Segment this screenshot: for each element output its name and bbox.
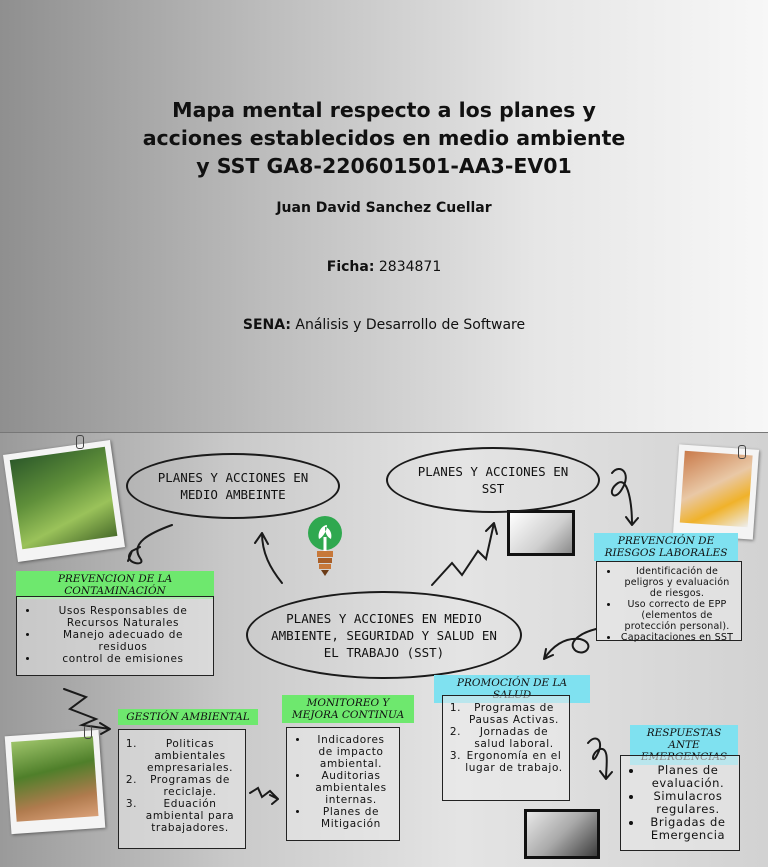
mind-map: PLANES Y ACCIONES EN MEDIO AMBEINTE PLAN… [0, 432, 768, 867]
photo-volunteers [3, 440, 125, 562]
photo-stretching [507, 510, 575, 556]
photo-plant-hands [5, 730, 106, 834]
cover-title: Mapa mental respecto a los planes y acci… [134, 96, 634, 180]
cover-author: Juan David Sanchez Cuellar [0, 200, 768, 216]
list-item: Identificación de peligros y evaluación … [619, 566, 735, 599]
list-item: Brigadas de Emergencia [643, 816, 733, 842]
box-prevencion-contaminacion: Usos Responsables de Recursos Naturales … [16, 596, 214, 676]
sena-label: SENA: [243, 317, 291, 333]
cover-section: Mapa mental respecto a los planes y acci… [0, 0, 768, 432]
bubble-sst-label: PLANES Y ACCIONES EN SST [388, 463, 598, 497]
tag-gestion-ambiental: GESTIÓN AMBIENTAL [118, 709, 258, 725]
list-item: Uso correcto de EPP (elementos de protec… [619, 599, 735, 632]
list-item: Auditorias ambientales internas. [309, 770, 393, 806]
list-item: Simulacros regulares. [643, 790, 733, 816]
list-item: Politicas ambientales empresariales. [141, 738, 239, 774]
list-item: Eduación ambiental para trabajadores. [141, 798, 239, 834]
tag-prevencion-contaminacion: PREVENCION DE LA CONTAMINACIÓN [16, 571, 214, 599]
paperclip-icon [738, 445, 746, 459]
ficha-label: Ficha: [327, 259, 375, 275]
tag-prevencion-riesgos: PREVENCIÓN DE RIESGOS LABORALES [594, 533, 738, 561]
list-item: Programas de reciclaje. [141, 774, 239, 798]
box-prevencion-riesgos: Identificación de peligros y evaluación … [596, 561, 742, 641]
paperclip-icon [84, 725, 92, 739]
list-item: Planes de evaluación. [643, 764, 733, 790]
bubble-medio-ambiente-label: PLANES Y ACCIONES EN MEDIO AMBEINTE [128, 469, 338, 503]
list-item: Planes de Mitigación [309, 806, 393, 830]
cover-ficha: Ficha: 2834871 [0, 259, 768, 275]
box-monitoreo: Indicadores de impacto ambiental. Audito… [286, 727, 400, 841]
list-item: Indicadores de impacto ambiental. [309, 734, 393, 770]
bubble-medio-ambiente: PLANES Y ACCIONES EN MEDIO AMBEINTE [126, 453, 340, 519]
list-item: Jornadas de salud laboral. [465, 726, 563, 750]
paperclip-icon [76, 435, 84, 449]
bubble-center: PLANES Y ACCIONES EN MEDIO AMBIENTE, SEG… [246, 591, 522, 679]
bubble-center-label: PLANES Y ACCIONES EN MEDIO AMBIENTE, SEG… [248, 610, 520, 661]
box-promocion-salud: Programas de Pausas Activas. Jornadas de… [442, 695, 570, 801]
sena-value: Análisis y Desarrollo de Software [295, 317, 525, 333]
list-item: Usos Responsables de Recursos Naturales [39, 605, 207, 629]
photo-safety-helmet [673, 444, 759, 539]
tag-monitoreo: MONITOREO Y MEJORA CONTINUA [282, 695, 414, 723]
list-item: Manejo adecuado de residuos [39, 629, 207, 653]
lightbulb-icon [305, 513, 345, 579]
photo-back-pain [524, 809, 600, 859]
box-emergencias: Planes de evaluación. Simulacros regular… [620, 755, 740, 851]
bubble-sst: PLANES Y ACCIONES EN SST [386, 447, 600, 513]
box-gestion-ambiental: Politicas ambientales empresariales. Pro… [118, 729, 246, 849]
list-item: Capacitaciones en SST [619, 632, 735, 643]
ficha-value: 2834871 [379, 259, 441, 275]
list-item: Ergonomía en el lugar de trabajo. [465, 750, 563, 774]
cover-sena: SENA: Análisis y Desarrollo de Software [0, 317, 768, 333]
list-item: Programas de Pausas Activas. [465, 702, 563, 726]
list-item: control de emisiones [39, 653, 207, 665]
